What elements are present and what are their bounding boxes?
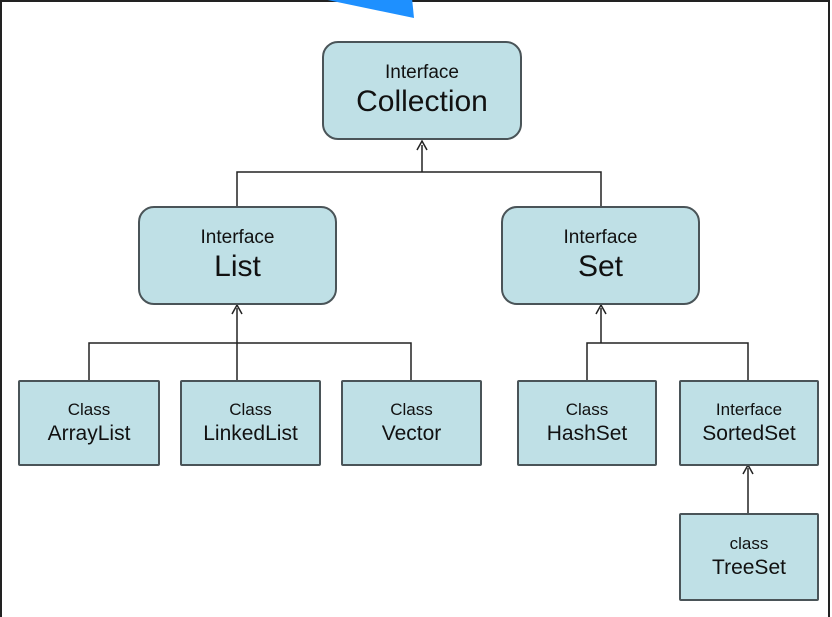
node-kind-label: Interface xyxy=(200,226,275,248)
node-name-label: Vector xyxy=(381,422,442,445)
node-kind-label: class xyxy=(729,534,769,553)
node-list: Interface List xyxy=(138,206,337,305)
node-set: Interface Set xyxy=(501,206,700,305)
node-kind-label: Interface xyxy=(715,400,783,419)
arrowhead-collection-icon xyxy=(416,139,428,151)
connector-set-children xyxy=(586,342,749,380)
node-name-label: ArrayList xyxy=(47,422,131,445)
node-sortedset: Interface SortedSet xyxy=(679,380,819,466)
node-arraylist: Class ArrayList xyxy=(18,380,160,466)
node-kind-label: Interface xyxy=(385,61,459,83)
node-linkedlist: Class LinkedList xyxy=(180,380,321,466)
cursor-pointer-icon xyxy=(327,0,414,18)
connector-list-set-to-collection xyxy=(236,171,602,207)
node-name-label: HashSet xyxy=(546,422,628,445)
connector-list-children xyxy=(88,342,412,380)
node-kind-label: Class xyxy=(390,400,433,419)
node-name-label: LinkedList xyxy=(203,422,298,445)
node-name-label: List xyxy=(214,249,261,283)
node-treeset: class TreeSet xyxy=(679,513,819,601)
node-hashset: Class HashSet xyxy=(517,380,657,466)
node-name-label: SortedSet xyxy=(702,422,796,445)
node-collection: Interface Collection xyxy=(322,41,522,140)
node-name-label: TreeSet xyxy=(712,556,786,579)
node-kind-label: Interface xyxy=(563,226,638,248)
node-kind-label: Class xyxy=(67,400,111,419)
arrowhead-set-icon xyxy=(595,303,607,315)
node-vector: Class Vector xyxy=(341,380,482,466)
arrowhead-list-icon xyxy=(231,303,243,315)
node-kind-label: Class xyxy=(229,400,272,419)
node-name-label: Set xyxy=(577,249,624,283)
node-kind-label: Class xyxy=(565,400,609,419)
node-name-label: Collection xyxy=(356,84,488,118)
